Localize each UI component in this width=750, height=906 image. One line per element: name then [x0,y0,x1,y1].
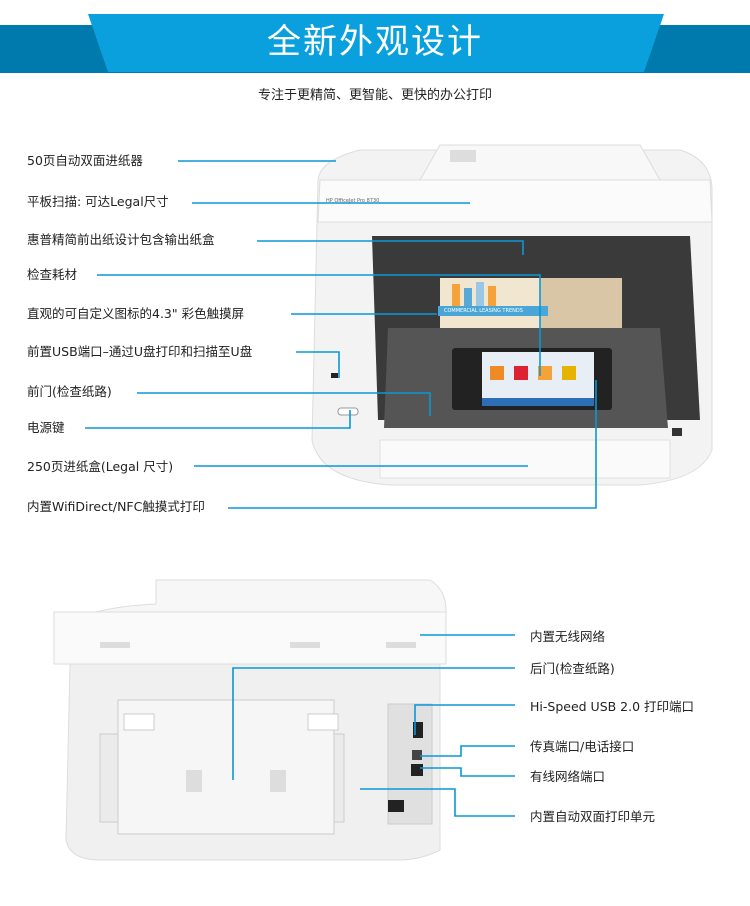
callout-front-door: 前门(检查纸路) [27,384,112,399]
page-subtitle: 专注于更精简、更智能、更快的办公打印 [257,88,492,103]
screen-banner-text: COMMERCIAL LEASING TRENDS [444,308,523,314]
callout-fax-port: 传真端口/电话接口 [530,739,635,754]
callout-wireless: 内置无线网络 [530,629,606,644]
callout-lines [85,160,597,817]
callout-power-button: 电源键 [27,420,65,435]
callout-rear-door: 后门(检查纸路) [530,661,615,676]
callout-front-usb: 前置USB端口–通过U盘打印和扫描至U盘 [27,344,253,359]
callout-input-tray: 250页进纸盒(Legal 尺寸) [27,459,174,474]
page-title: 全新外观设计 [267,22,483,62]
callout-ethernet-port: 有线网络端口 [530,769,606,784]
callout-supplies: 检查耗材 [27,267,78,282]
callout-touchscreen: 直观的可自定义图标的4.3" 彩色触摸屏 [27,306,245,321]
callout-duplex-unit: 内置自动双面打印单元 [530,809,656,824]
callout-output-tray: 惠普精简前出纸设计包含输出纸盒 [27,232,215,247]
callout-adf: 50页自动双面进纸器 [27,153,143,168]
rear-printer-image [53,579,447,861]
front-printer-image [311,144,713,486]
callout-wifi-nfc: 内置WifiDirect/NFC触摸式打印 [27,499,205,514]
header-tab [88,14,664,72]
printer-model-text: HP OfficeJet Pro 8730 [326,198,380,204]
callout-usb-port: Hi-Speed USB 2.0 打印端口 [530,699,695,714]
callout-flatbed: 平板扫描: 可达Legal尺寸 [27,194,169,209]
